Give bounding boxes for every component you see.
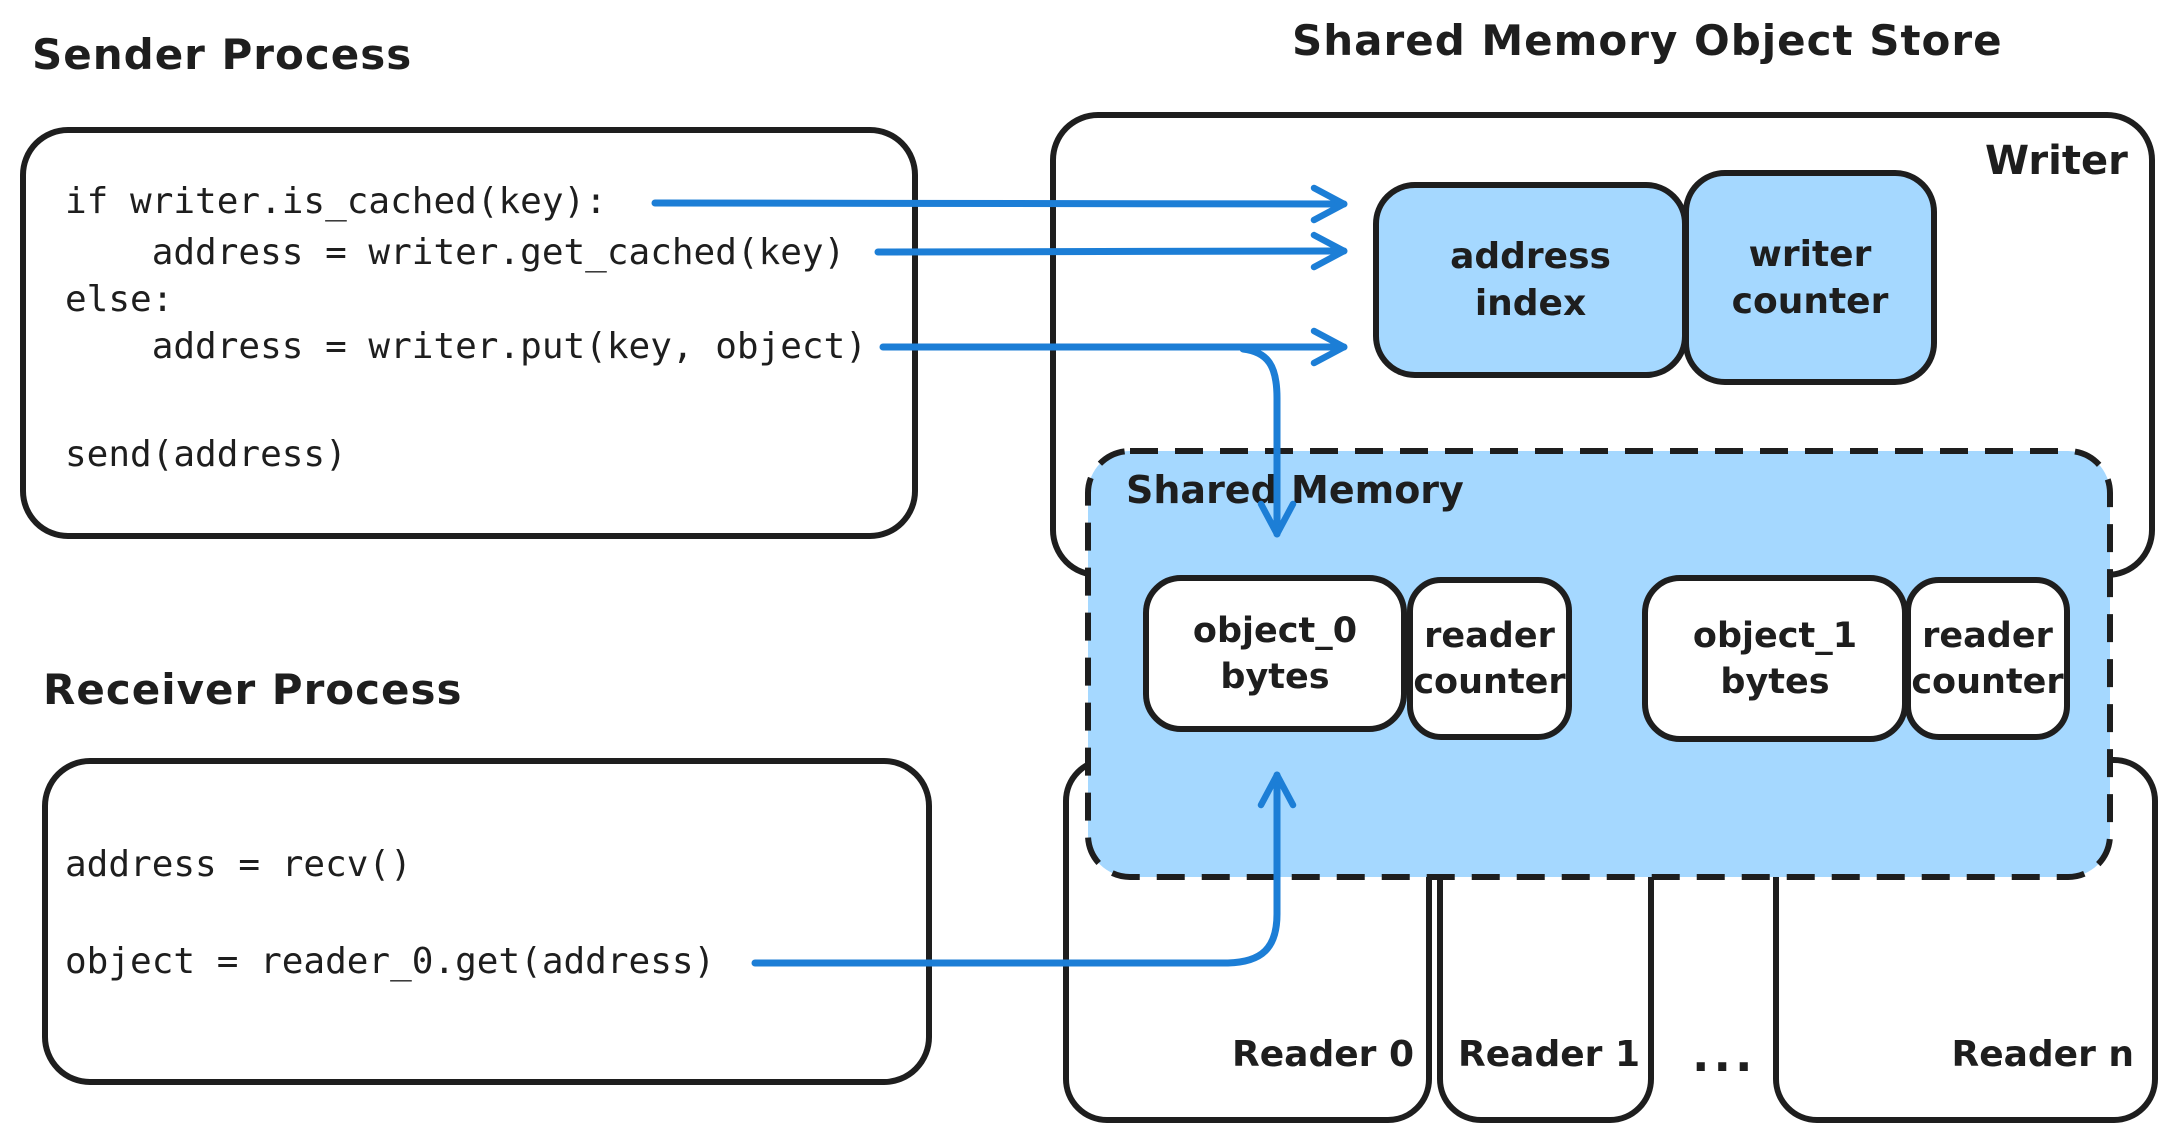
receiver-code-line-2: object = reader_0.get(address)	[65, 941, 716, 982]
store-title: Shared Memory Object Store	[1292, 16, 2003, 65]
reader-counter-0-line-2: counter	[1413, 661, 1566, 702]
sender-code-line-5: send(address)	[65, 434, 347, 475]
reader-counter-0-line-1: reader	[1424, 615, 1555, 656]
writer-counter-line-2: counter	[1731, 280, 1889, 322]
writer-counter-box: writer counter	[1683, 170, 1937, 385]
sender-process-title: Sender Process	[32, 30, 413, 79]
writer-counter-line-1: writer	[1748, 233, 1872, 275]
address-index-line-2: index	[1474, 283, 1587, 324]
sender-code-line-4: address = writer.put(key, object)	[65, 326, 867, 367]
reader-counter-1-line-2: counter	[1911, 661, 2064, 702]
address-index-box: address index	[1373, 182, 1688, 378]
reader-0-label: Reader 0	[1232, 1034, 1414, 1075]
reader-counter-0-box: reader counter	[1407, 577, 1572, 740]
object-0-box: object_0 bytes	[1143, 575, 1407, 732]
receiver-process-title: Receiver Process	[43, 665, 463, 714]
receiver-code-line-1: address = recv()	[65, 844, 412, 885]
reader-n-label: Reader n	[1951, 1034, 2134, 1075]
shared-memory-region	[1085, 448, 2113, 880]
object-0-line-1: object_0	[1192, 610, 1358, 651]
reader-counter-1-line-1: reader	[1922, 615, 2053, 656]
reader-counter-1-box: reader counter	[1905, 577, 2070, 740]
address-index-line-1: address	[1450, 236, 1611, 277]
object-0-line-2: bytes	[1220, 656, 1330, 697]
sender-code-line-1: if writer.is_cached(key):	[65, 181, 607, 222]
readers-ellipsis: ...	[1692, 1028, 1757, 1082]
writer-label: Writer	[1985, 138, 2128, 184]
shared-memory-label: Shared Memory	[1126, 468, 1464, 512]
reader-1-label: Reader 1	[1458, 1034, 1640, 1075]
sender-code-line-3: else:	[65, 279, 174, 320]
object-1-line-2: bytes	[1720, 661, 1830, 702]
receiver-process-box	[42, 758, 932, 1085]
sender-process-box	[20, 127, 918, 539]
object-1-box: object_1 bytes	[1642, 575, 1908, 742]
shared-memory-dashed-border	[1085, 448, 2113, 880]
object-1-line-1: object_1	[1692, 615, 1858, 656]
sender-code-line-2: address = writer.get_cached(key)	[65, 232, 846, 273]
